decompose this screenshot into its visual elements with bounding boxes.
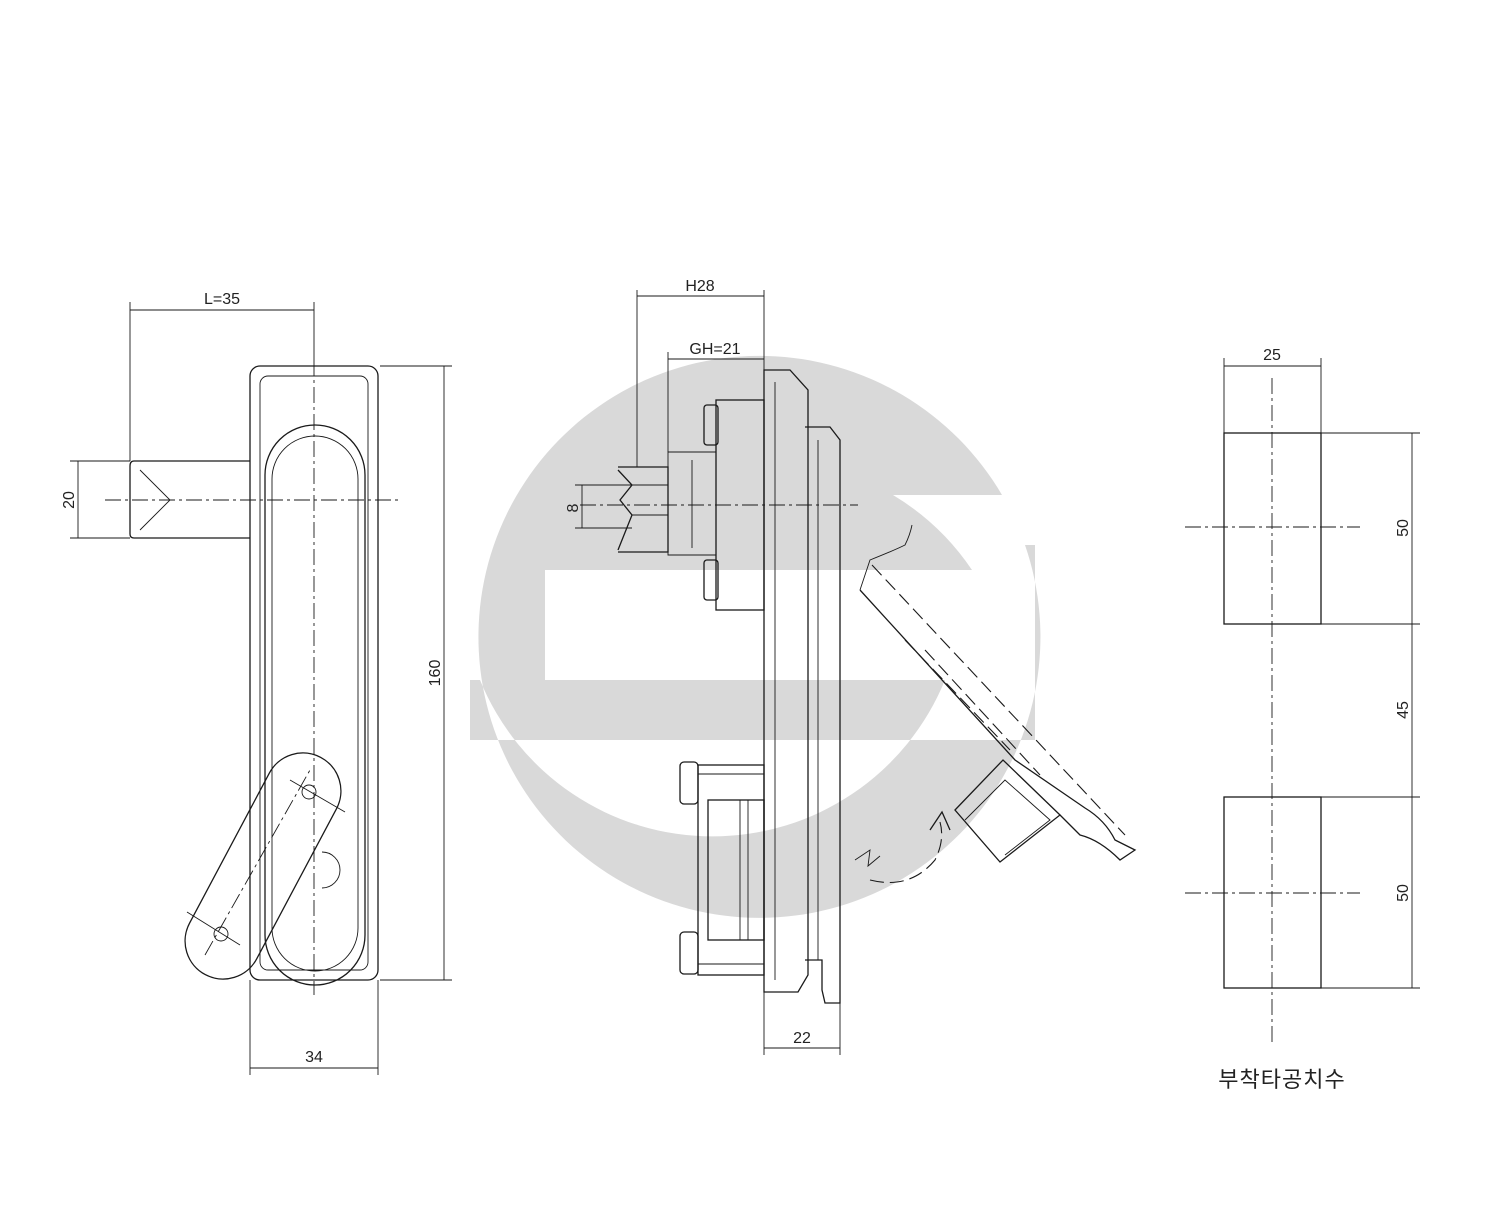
company-logo-watermark: [470, 355, 1041, 918]
front-view: L=35 20 160 34: [61, 291, 452, 1075]
opened-handle-view: [854, 524, 1137, 884]
dim-total-depth: H28: [685, 278, 714, 295]
cutout-view: 25 50 45 50 부착타공치수: [1185, 347, 1420, 1093]
dim-height: 160: [427, 660, 444, 687]
dim-key-width: 20: [61, 491, 78, 509]
dim-length: L=35: [204, 291, 240, 308]
dim-cutout-bottom-height: 50: [1395, 884, 1412, 902]
dim-width: 34: [305, 1049, 323, 1066]
cutout-caption: 부착타공치수: [1218, 1068, 1345, 1093]
side-view: H28 GH=21 8 22: [565, 278, 858, 1055]
dim-base-depth: 22: [793, 1030, 811, 1047]
dim-square: 8: [565, 503, 582, 512]
dim-cutout-gap: 45: [1395, 701, 1412, 719]
dim-grip-depth: GH=21: [689, 341, 740, 358]
dim-cutout-top-height: 50: [1395, 519, 1412, 537]
dim-cutout-width: 25: [1263, 347, 1281, 364]
